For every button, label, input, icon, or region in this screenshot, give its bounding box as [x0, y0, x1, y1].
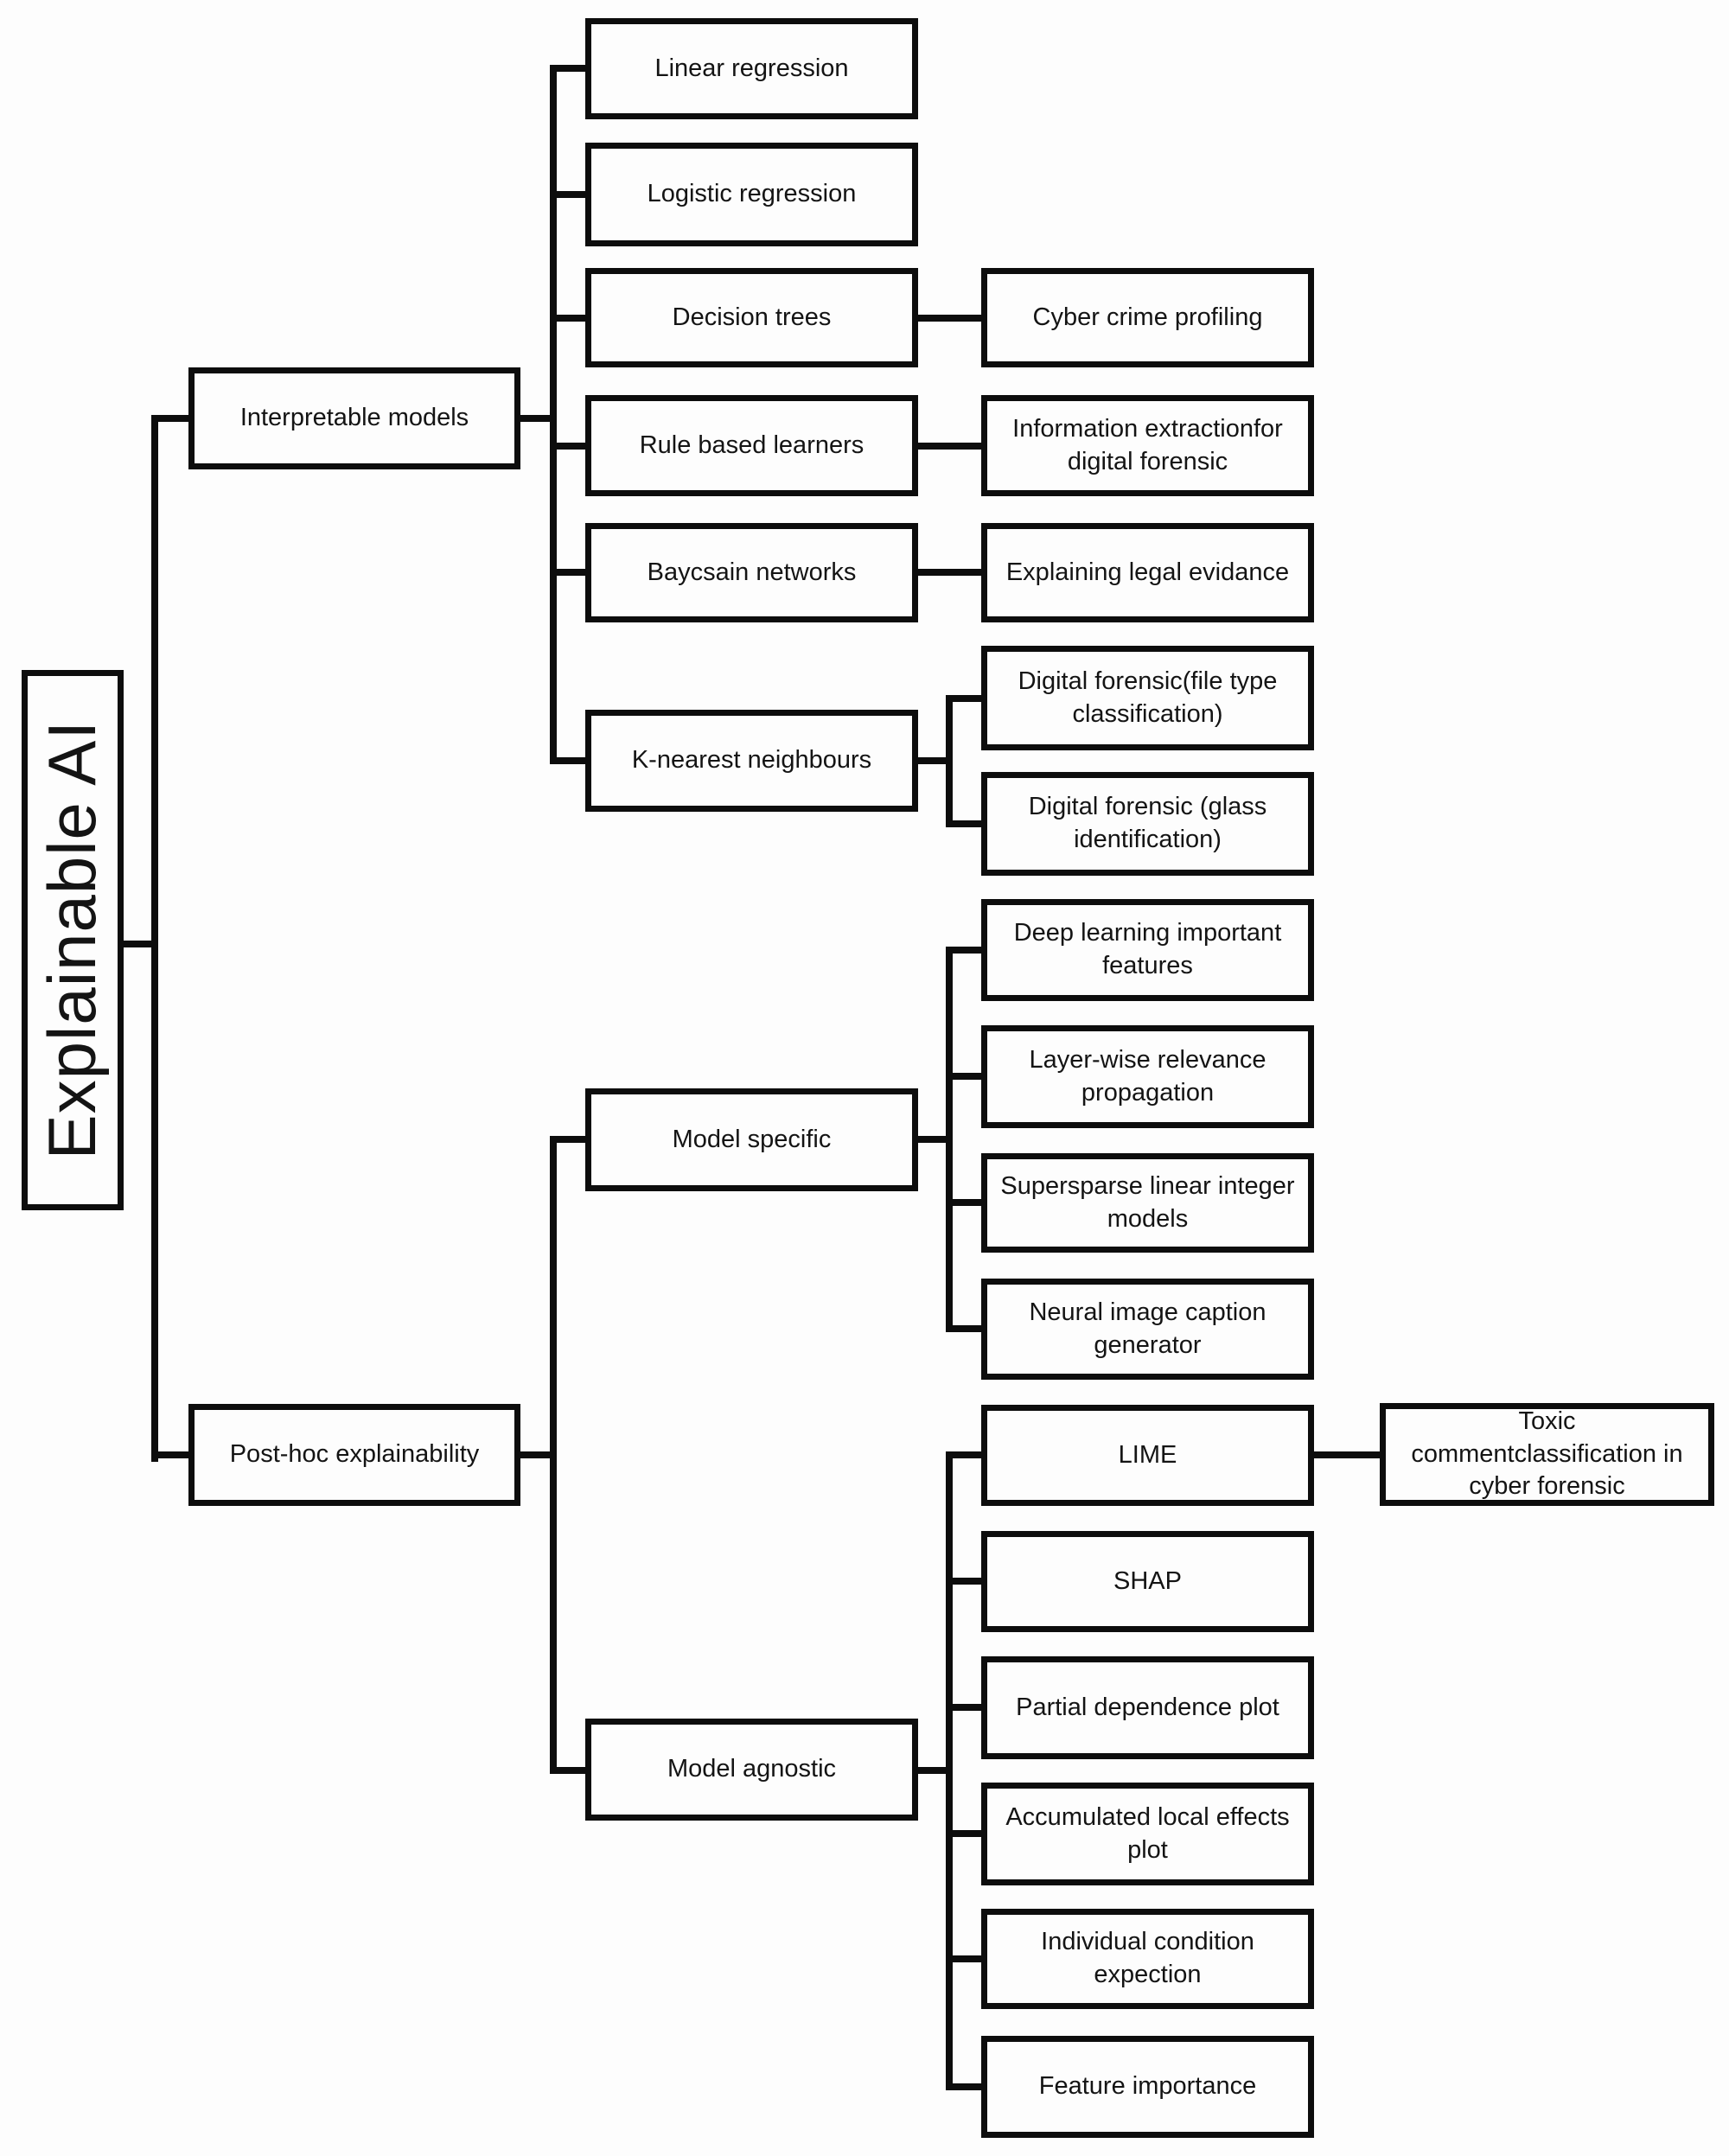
connector-to-pdp — [953, 1704, 981, 1711]
connector-model-agnostic-stub — [918, 1767, 953, 1774]
connector-to-logistic-regression — [557, 191, 585, 198]
connector-interpretable-stub — [520, 415, 557, 422]
node-model-specific: Model specific — [585, 1088, 918, 1191]
connector-to-shap — [953, 1578, 981, 1585]
node-explainable-ai: Explainable AI — [22, 670, 124, 1210]
node-rule-based-learners: Rule based learners — [585, 395, 918, 496]
node-interpretable-models: Interpretable models — [188, 367, 520, 469]
node-post-hoc-explainability: Post-hoc explainability — [188, 1404, 520, 1506]
connector-trunk-to-posthoc — [151, 1451, 188, 1458]
node-toxic-comment-classification: Toxic commentclassification in cyber for… — [1380, 1403, 1714, 1506]
connector-to-layer-wise — [953, 1073, 981, 1080]
node-cyber-crime-profiling: Cyber crime profiling — [981, 268, 1314, 367]
node-deep-learning-important-features: Deep learning important features — [981, 899, 1314, 1001]
node-information-extraction-digital-forensic: Information extractionfor digital forens… — [981, 395, 1314, 496]
connector-to-bayesian-networks — [557, 569, 585, 576]
connector-to-supersparse — [953, 1199, 981, 1206]
node-layer-wise-relevance-propagation: Layer-wise relevance propagation — [981, 1025, 1314, 1128]
node-k-nearest-neighbours: K-nearest neighbours — [585, 710, 918, 812]
connector-rule-to-information — [918, 443, 981, 450]
connector-to-rule-based-learners — [557, 443, 585, 450]
node-explaining-legal-evidence: Explaining legal evidance — [981, 523, 1314, 622]
connector-to-ale — [953, 1830, 981, 1837]
connector-root-trunk — [151, 415, 158, 1462]
connector-root-stub — [124, 941, 158, 947]
connector-to-feature-importance — [953, 2083, 981, 2090]
connector-to-neural-caption — [953, 1325, 981, 1332]
node-partial-dependence-plot: Partial dependence plot — [981, 1656, 1314, 1759]
connector-to-df-glass — [953, 820, 981, 827]
node-model-agnostic: Model agnostic — [585, 1719, 918, 1821]
connector-decision-to-cyber-crime — [918, 315, 981, 322]
node-accumulated-local-effects-plot: Accumulated local effects plot — [981, 1783, 1314, 1885]
node-decision-trees: Decision trees — [585, 268, 918, 367]
connector-to-ice — [953, 1955, 981, 1962]
connector-to-linear-regression — [557, 65, 585, 72]
node-feature-importance: Feature importance — [981, 2036, 1314, 2138]
node-logistic-regression: Logistic regression — [585, 143, 918, 246]
connector-to-decision-trees — [557, 315, 585, 322]
connector-to-df-file-type — [953, 695, 981, 702]
connector-to-model-agnostic — [557, 1767, 585, 1774]
node-bayesian-networks: Baycsain networks — [585, 523, 918, 622]
node-neural-image-caption-generator: Neural image caption generator — [981, 1279, 1314, 1380]
node-digital-forensic-file-type: Digital forensic(file type classificatio… — [981, 646, 1314, 750]
node-supersparse-linear-integer-models: Supersparse linear integer models — [981, 1153, 1314, 1253]
connector-to-lime — [953, 1451, 981, 1458]
connector-to-deep-learning — [953, 947, 981, 954]
node-lime: LIME — [981, 1405, 1314, 1506]
connector-knn-stub — [918, 757, 953, 764]
connector-lime-to-toxic — [1314, 1451, 1380, 1458]
connector-to-knn — [557, 757, 585, 764]
connector-to-model-specific — [557, 1136, 585, 1143]
connector-model-specific-stub — [918, 1136, 953, 1143]
root-label: Explainable AI — [34, 720, 111, 1160]
connector-bayesian-to-legal — [918, 569, 981, 576]
connector-trunk-to-interpretable — [151, 415, 188, 422]
node-linear-regression: Linear regression — [585, 18, 918, 119]
connector-posthoc-stub — [520, 1451, 557, 1458]
connector-interpretable-spine — [550, 65, 557, 764]
node-individual-condition-expectation: Individual condition expection — [981, 1909, 1314, 2009]
node-shap: SHAP — [981, 1531, 1314, 1632]
node-digital-forensic-glass: Digital forensic (glass identification) — [981, 772, 1314, 876]
